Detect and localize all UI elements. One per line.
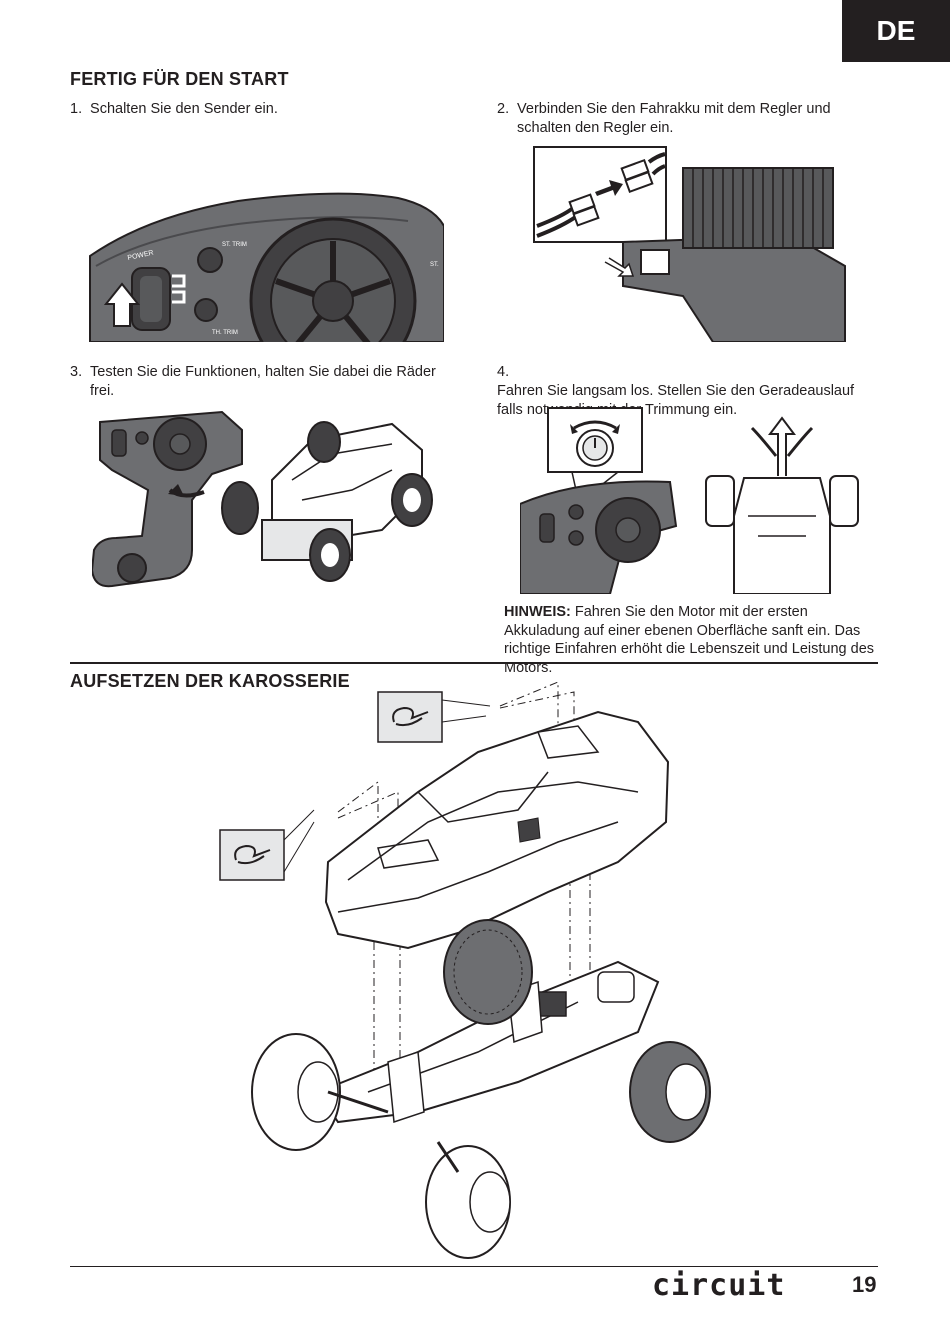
- body-mounting-illustration: [219, 681, 711, 1259]
- st-trim-label: ST. TRIM: [222, 242, 247, 248]
- trim-adjust-illustration: [520, 407, 859, 594]
- notice-label: HINWEIS:: [504, 604, 571, 620]
- step-text: Testen Sie die Funktionen, halten Sie da…: [90, 364, 436, 399]
- function-test-illustration: [92, 410, 433, 588]
- body-clip-inset-left: [219, 829, 285, 881]
- battery-esc-illustration: [533, 146, 846, 342]
- step-text: Schalten Sie den Sender ein.: [90, 101, 278, 117]
- body-clip-inset-top: [377, 691, 443, 743]
- st-label: ST.: [430, 262, 439, 268]
- section-title-body: AUFSETZEN DER KAROSSERIE: [70, 671, 350, 691]
- notice-break-in: HINWEIS: Fahren Sie den Motor mit der er…: [504, 603, 884, 677]
- th-trim-label: TH. TRIM: [212, 330, 238, 336]
- section-divider: [70, 662, 878, 664]
- language-tab: DE: [842, 0, 950, 62]
- step-number: 4.: [497, 364, 510, 380]
- brand-logo: circuit: [652, 1268, 786, 1303]
- step-number: 1.: [70, 101, 83, 117]
- step-1: 1. Schalten Sie den Sender ein.: [70, 100, 450, 119]
- step-number: 3.: [70, 364, 83, 380]
- section-title-ready: FERTIG FÜR DEN START: [70, 69, 289, 89]
- step-number: 2.: [497, 101, 510, 117]
- step-2: 2. Verbinden Sie den Fahrakku mit dem Re…: [497, 100, 877, 138]
- step-3: 3. Testen Sie die Funktionen, halten Sie…: [70, 363, 470, 401]
- transmitter-power-illustration: POWER ST. TRIM TH. TRIM ST.: [89, 192, 444, 342]
- step-text: Verbinden Sie den Fahrakku mit dem Regle…: [517, 101, 831, 136]
- notice-text: Fahren Sie den Motor mit der ersten Akku…: [504, 604, 875, 676]
- footer-divider: [70, 1266, 878, 1267]
- page-number: 19: [852, 1272, 877, 1297]
